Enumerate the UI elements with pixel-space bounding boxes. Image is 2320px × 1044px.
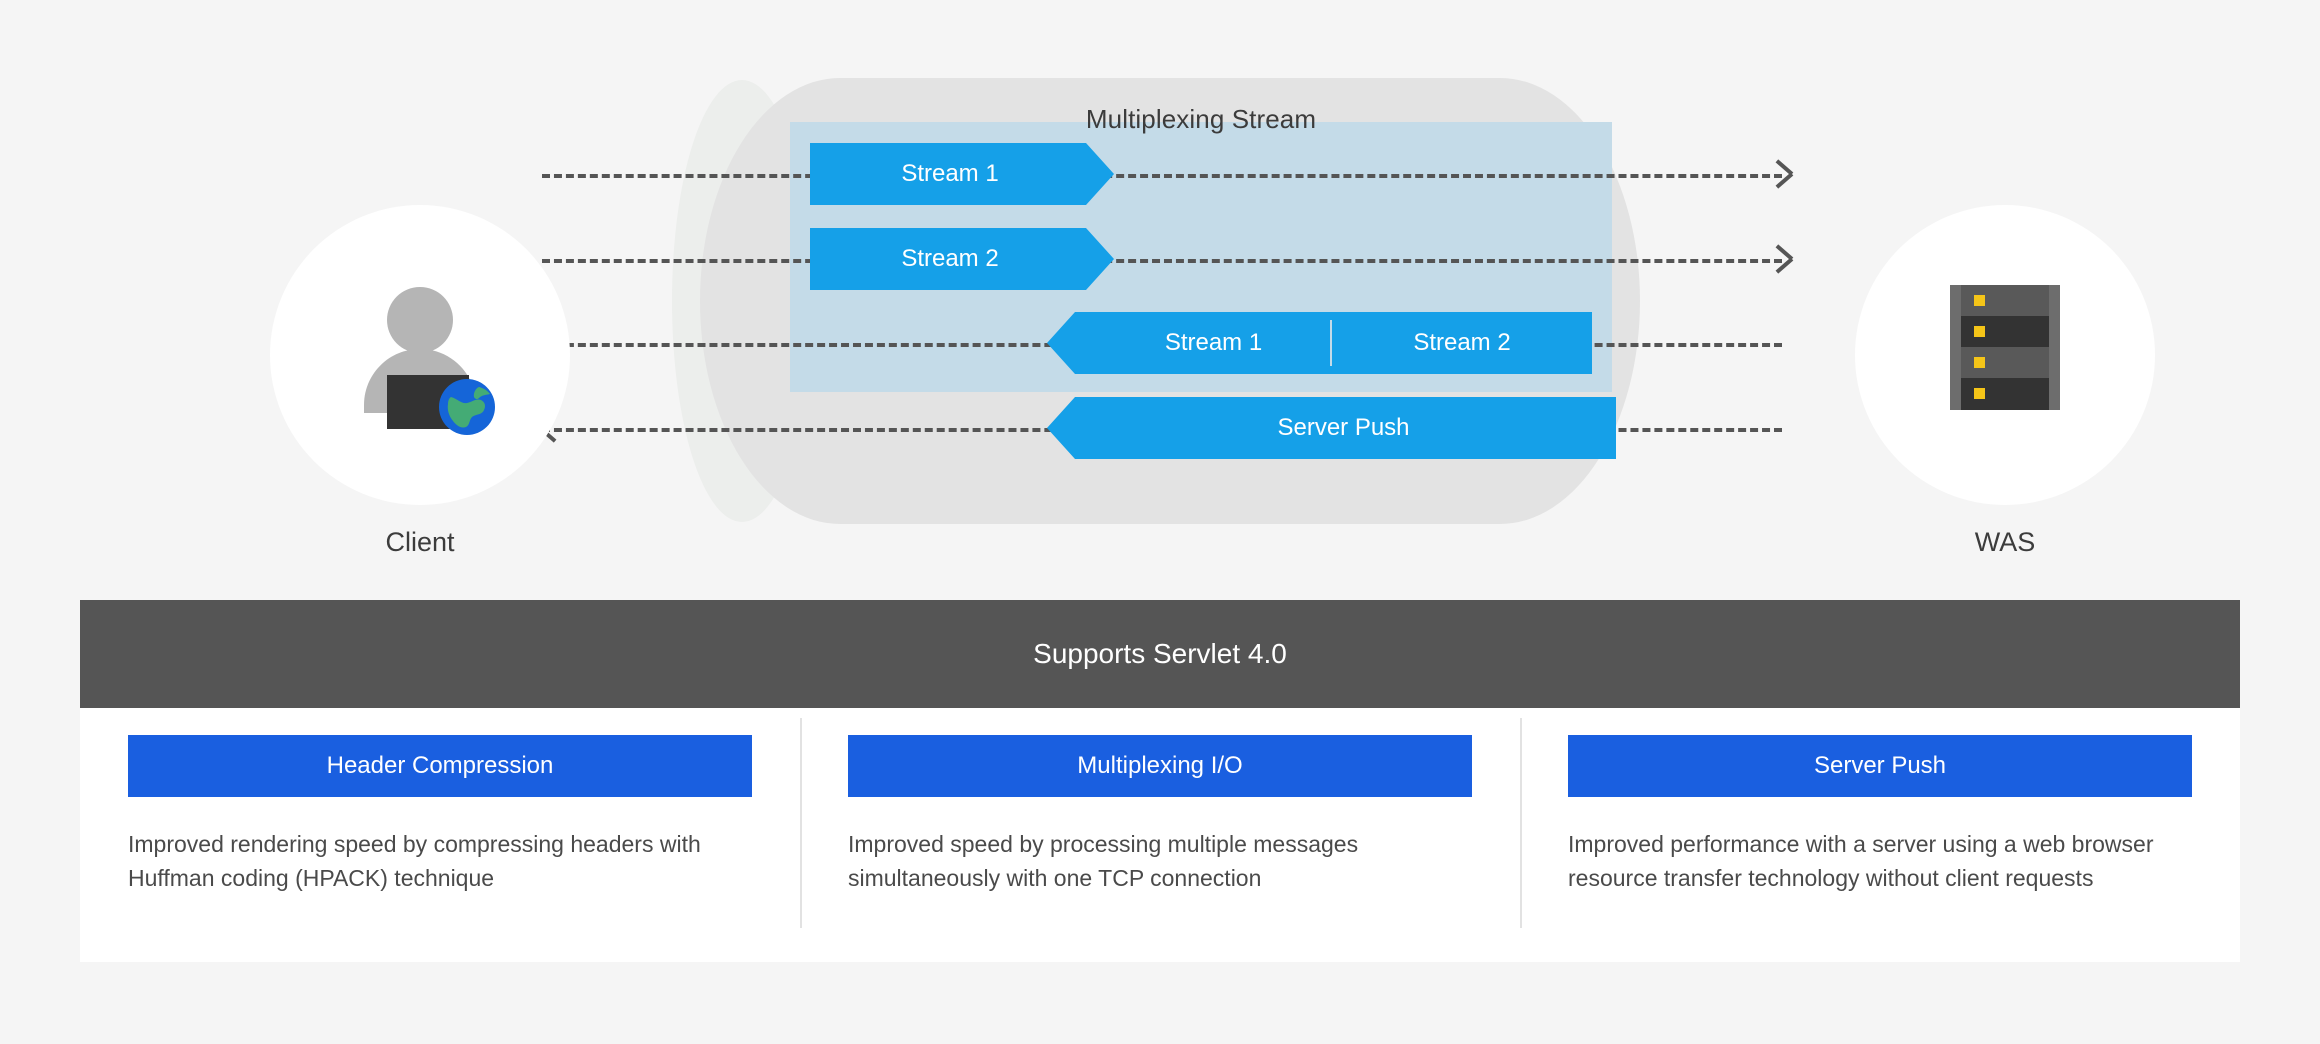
header-compression-label: Header Compression bbox=[326, 752, 554, 779]
server-rack-icon bbox=[1950, 285, 2060, 410]
feature-card-multiplexing-io: Multiplexing I/O Improved speed by proce… bbox=[800, 708, 1520, 962]
was-endpoint: WAS bbox=[1855, 205, 2155, 558]
stream-bar-3-label: Stream 1 bbox=[1164, 329, 1263, 356]
server-push-description: Improved performance with a server using… bbox=[1568, 831, 2154, 892]
header-compression-description: Improved rendering speed by compressing … bbox=[128, 831, 701, 892]
multiplexing-stream-label: Multiplexing Stream bbox=[1085, 104, 1317, 134]
multiplexing-io-description: Improved speed by processing multiple me… bbox=[848, 831, 1359, 892]
client-circle bbox=[270, 205, 570, 505]
server-push-bar-label: Server Push bbox=[1277, 414, 1410, 441]
server-push-bar: Server Push bbox=[1047, 397, 1616, 459]
multiplexing-io-label: Multiplexing I/O bbox=[1077, 752, 1243, 779]
server-push-button[interactable]: Server Push bbox=[1568, 735, 2192, 797]
feature-cards: Header Compression Improved rendering sp… bbox=[80, 708, 2240, 962]
server-push-label: Server Push bbox=[1813, 752, 1947, 779]
was-circle bbox=[1855, 205, 2155, 505]
stream-bar-3: Stream 1 bbox=[1047, 312, 1356, 374]
stream-bar-1-label: Stream 1 bbox=[901, 160, 999, 187]
arrowhead-right-1 bbox=[1772, 159, 1794, 189]
features-panel: Supports Servlet 4.0 Header Compression … bbox=[80, 600, 2240, 962]
was-caption: WAS bbox=[1974, 527, 2036, 557]
stream-bar-2: Stream 2 bbox=[810, 228, 1114, 290]
servlet-support-banner: Supports Servlet 4.0 bbox=[80, 600, 2240, 708]
servlet-support-title: Supports Servlet 4.0 bbox=[1033, 638, 1287, 669]
stream-bar-4-label: Stream 2 bbox=[1413, 329, 1511, 356]
connection-line-2 bbox=[542, 259, 1782, 263]
http2-diagram: Multiplexing Stream Stream 1 Stream 2 St… bbox=[270, 78, 2155, 558]
stream-bar-separator bbox=[1330, 320, 1332, 366]
client-endpoint: Client bbox=[270, 205, 570, 558]
arrowhead-right-2 bbox=[1772, 244, 1794, 274]
stream-bar-1: Stream 1 bbox=[810, 143, 1114, 205]
feature-card-server-push: Server Push Improved performance with a … bbox=[1520, 708, 2240, 962]
client-person-globe-icon bbox=[364, 287, 495, 435]
feature-card-header-compression: Header Compression Improved rendering sp… bbox=[80, 708, 800, 962]
stream-bar-4: Stream 2 bbox=[1332, 312, 1592, 374]
header-compression-button[interactable]: Header Compression bbox=[128, 735, 752, 797]
connection-line-1 bbox=[542, 174, 1782, 178]
stream-bar-2-label: Stream 2 bbox=[901, 245, 999, 272]
client-caption: Client bbox=[385, 527, 455, 557]
multiplexing-io-button[interactable]: Multiplexing I/O bbox=[848, 735, 1472, 797]
